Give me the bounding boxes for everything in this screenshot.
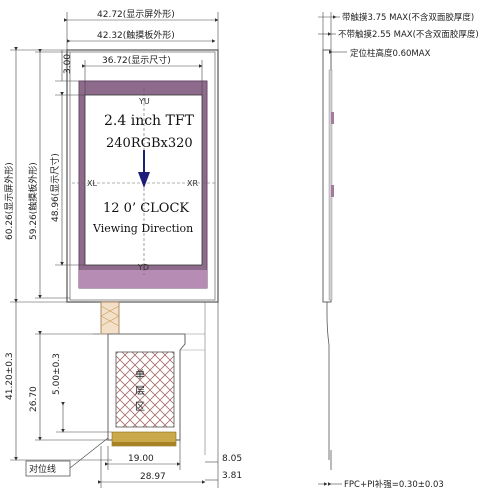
dimension-lines-bottom: [98, 302, 219, 488]
fpc-contact-pads: [111, 431, 177, 447]
viewing-direction-arrow: [138, 150, 150, 188]
screen-resolution-text: 240RGBx320: [106, 136, 193, 151]
single-layer-char-3: 区: [135, 401, 145, 413]
dim-bottom-width: 28.97: [140, 472, 166, 482]
side-view-leaders: [318, 12, 347, 486]
dim-fpc-length: 41.20±0.3: [5, 352, 15, 400]
side-fpc-pi: FPC+PI补强=0.30±0.03: [344, 479, 444, 490]
side-view: [322, 49, 334, 470]
screen-xl-label: XL: [87, 179, 97, 188]
side-post-height: 定位柱高度0.60MAX: [350, 48, 431, 59]
dim-top-gap: 3.00: [63, 54, 73, 74]
screen-xr-label: XR: [187, 179, 198, 188]
screen-clock-text: 12 0’ CLOCK: [103, 201, 189, 216]
single-layer-char-1: 单: [135, 369, 145, 381]
lcd-outline: [66, 49, 219, 303]
screen-size-text: 2.4 inch TFT: [104, 113, 195, 129]
panel-bottom-strip: [79, 270, 207, 288]
screen-yd-label: YD: [137, 263, 149, 272]
dim-right-offset: 8.05: [222, 454, 242, 464]
single-layer-area: [115, 351, 175, 428]
dim-outline-height: 60.26(显示屏外形): [3, 162, 15, 240]
screen-yu-label: YU: [138, 97, 150, 106]
screen-viewing-text: Viewing Direction: [92, 222, 193, 235]
dim-active-height: 48.96(显示尺寸): [49, 153, 61, 222]
side-with-touch: 带触摸3.75 MAX(不含双面胶厚度): [342, 12, 474, 23]
dim-bottom-offset: 3.81: [222, 471, 242, 481]
dim-outline-width: 42.72(显示屏外形): [97, 8, 175, 20]
alignment-label: 对位线: [29, 463, 56, 475]
dim-touch-height: 59.26(触摸板外形): [27, 162, 39, 240]
dimension-lines-left: [10, 47, 112, 461]
dim-touch-width: 42.32(触摸板外形): [97, 29, 175, 41]
fpc-neck: [100, 301, 120, 335]
dimension-lines-top: [64, 12, 219, 95]
alignment-callout: [25, 437, 109, 477]
dim-active-width: 36.72(显示尺寸): [102, 54, 171, 66]
dim-fpc-section: 26.70: [29, 386, 39, 412]
single-layer-char-2: 层: [135, 385, 145, 397]
dim-pad-height: 5.00±0.3: [52, 353, 62, 395]
side-without-touch: 不带触摸2.55 MAX(不含双面胶厚度): [338, 29, 479, 40]
dim-fpc-width: 19.00: [128, 454, 154, 464]
